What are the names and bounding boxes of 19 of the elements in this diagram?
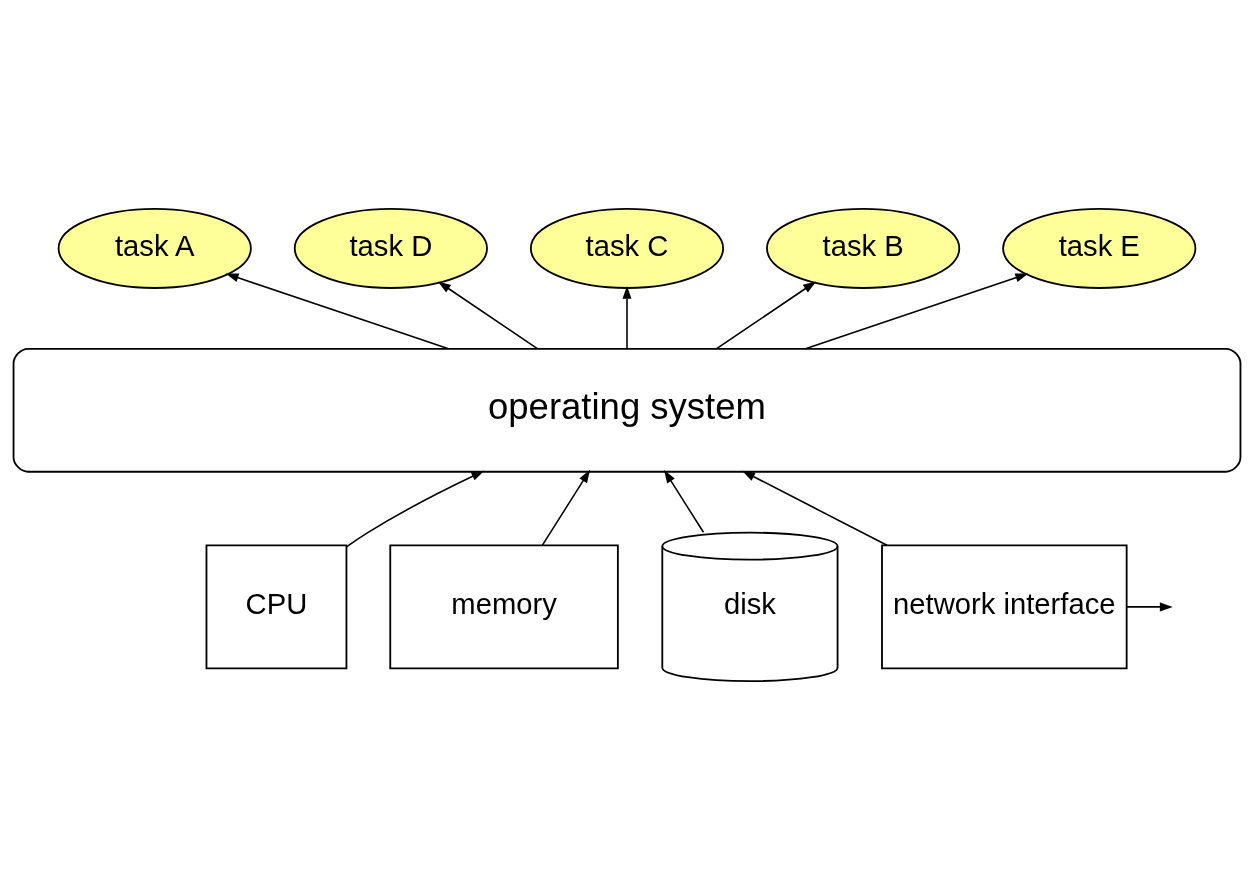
node-ellipse: task E (1002, 207, 1197, 289)
arrow (742, 470, 888, 546)
node-ellipse: task C (529, 207, 725, 289)
node-ellipse: task D (293, 207, 488, 289)
node-box: operating system (12, 347, 1242, 473)
node-box: network interface (881, 544, 1128, 669)
node-ellipse: task A (57, 207, 252, 289)
arrow (1126, 601, 1173, 611)
arrow (715, 280, 817, 350)
arrow (437, 280, 539, 350)
arrow (345, 470, 485, 548)
arrow (664, 469, 705, 533)
arrow (225, 272, 450, 350)
arrow (622, 285, 632, 350)
arrow (804, 272, 1029, 350)
node-ellipse: task B (766, 207, 961, 289)
arrow (541, 469, 591, 546)
node-box: CPU (205, 544, 348, 669)
node-box: memory (389, 544, 619, 669)
